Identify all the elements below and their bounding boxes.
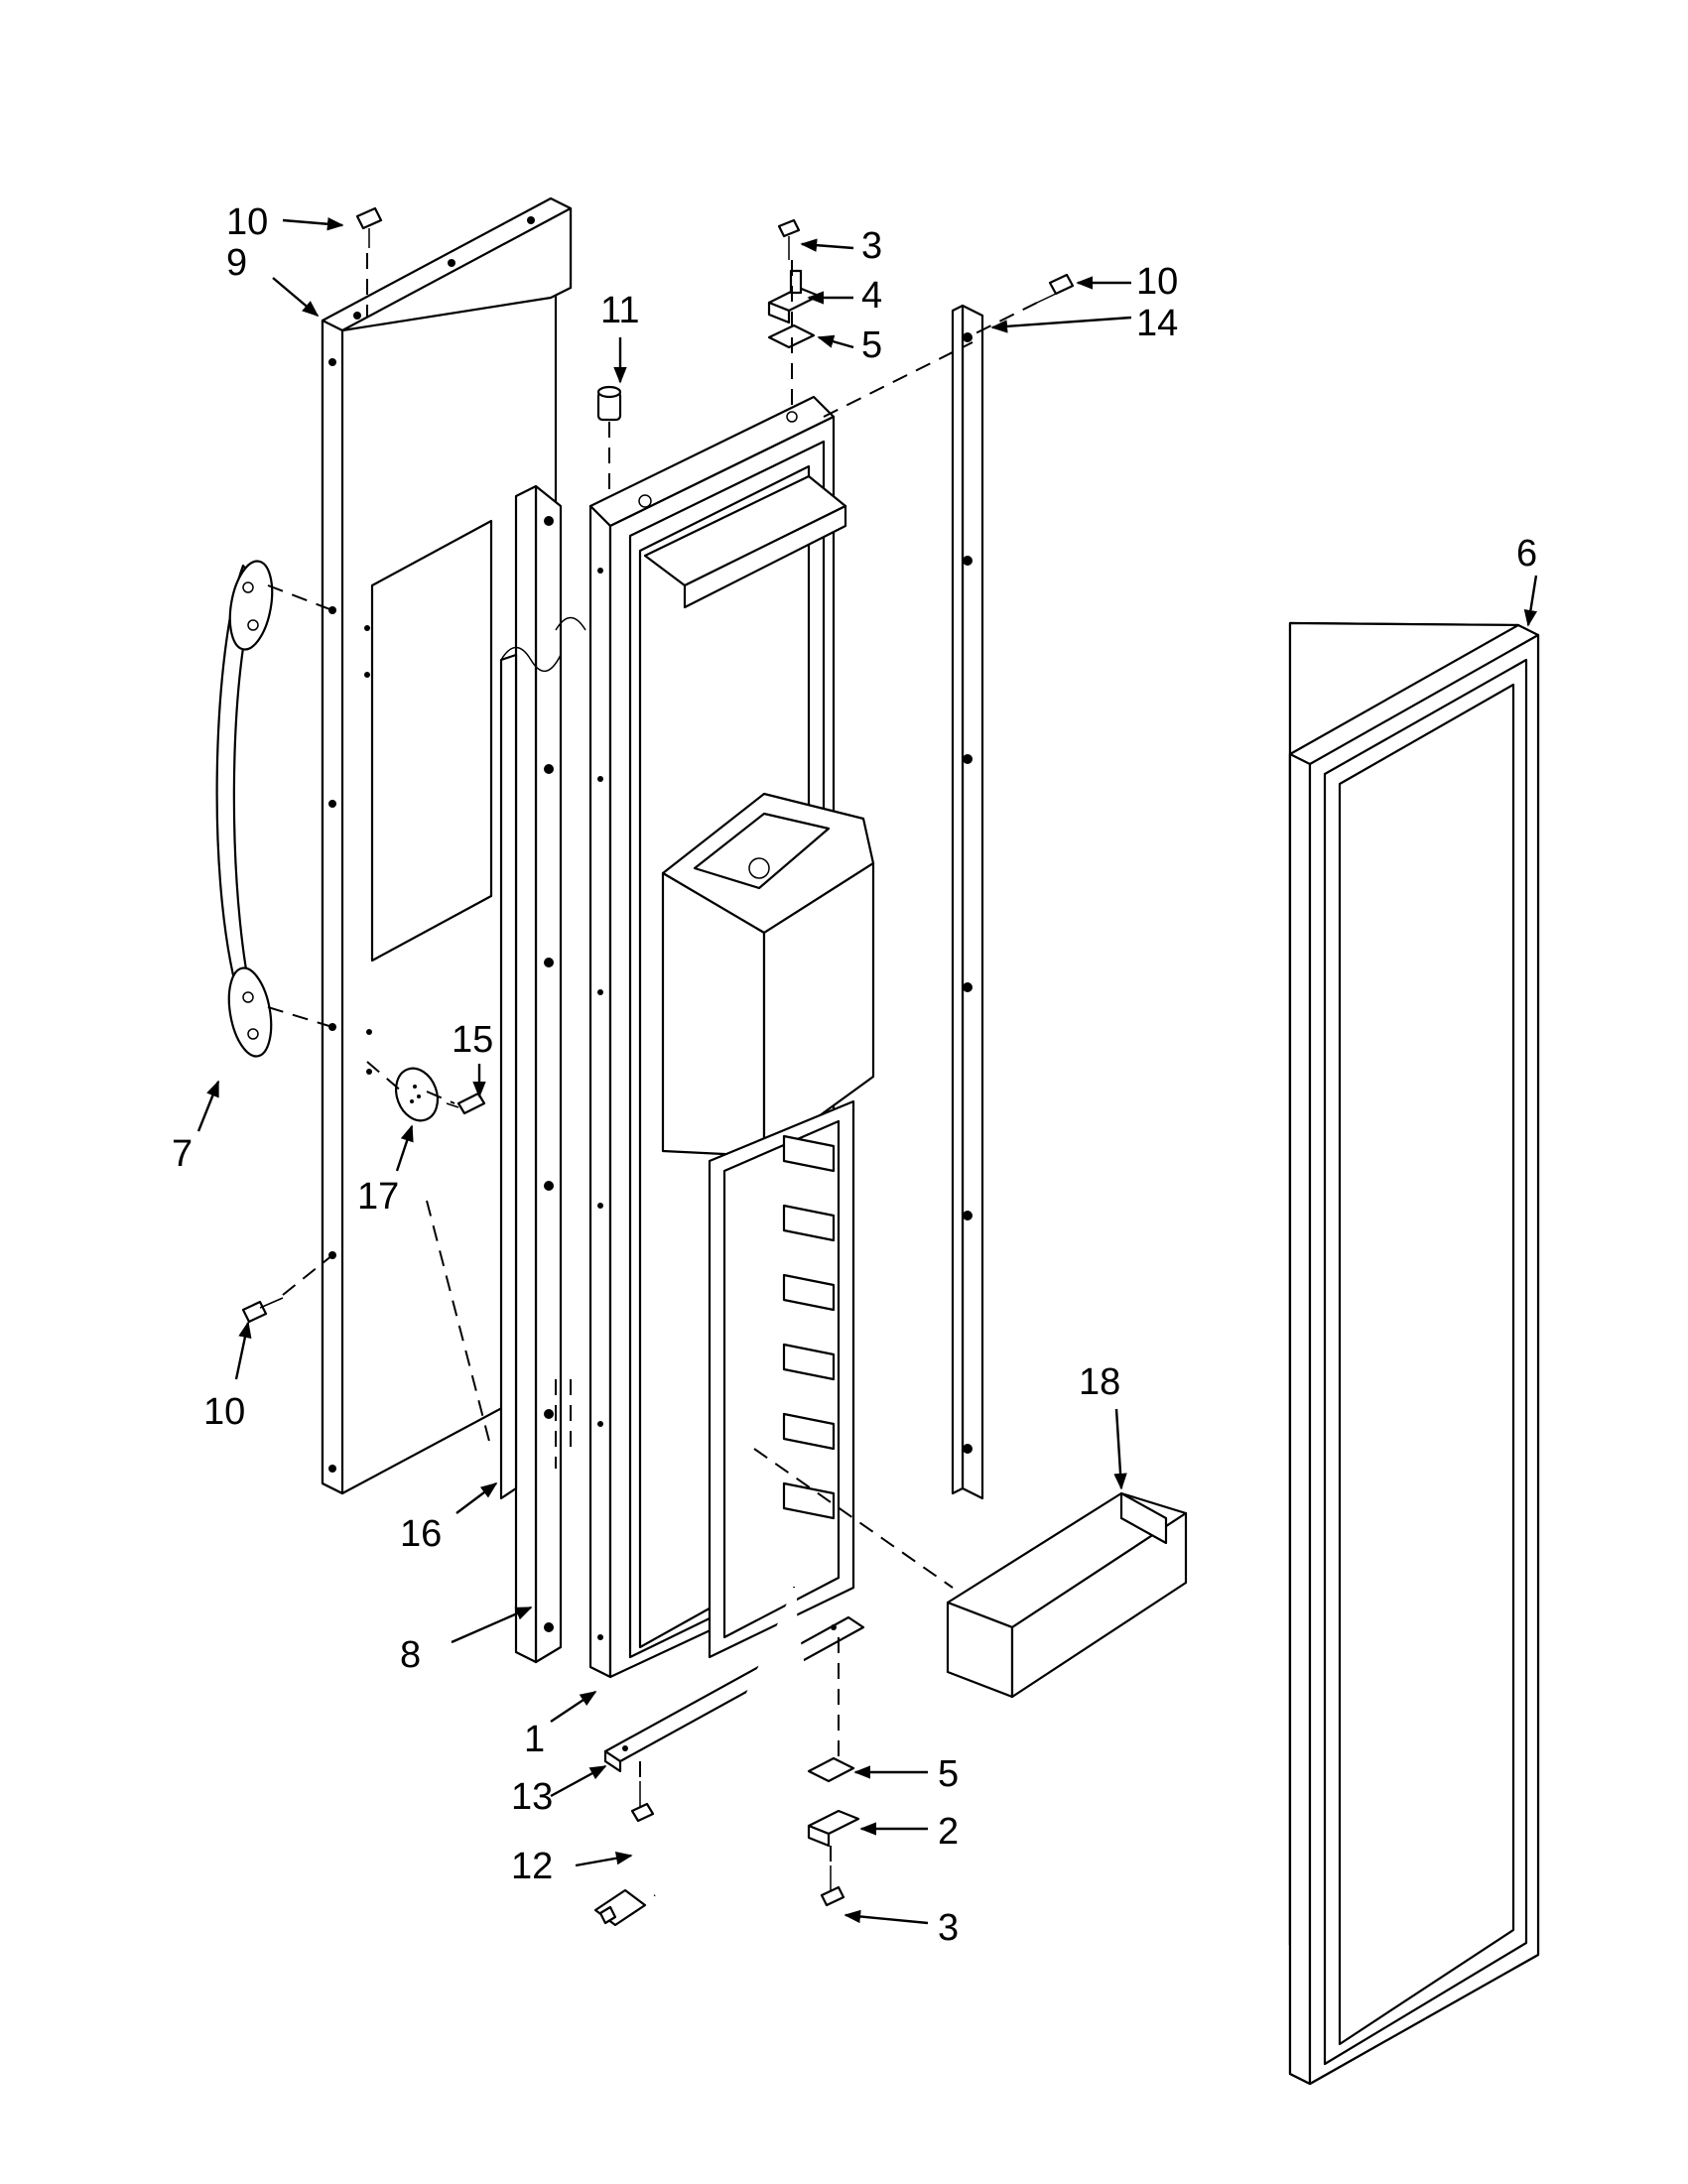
top-hinge-shim — [767, 323, 816, 349]
trim-screw — [1036, 273, 1075, 304]
freezer-door-assembly — [588, 395, 875, 1679]
callout-5-top: 5 — [861, 324, 882, 366]
door-plug — [596, 385, 622, 422]
callout-1: 1 — [524, 1719, 545, 1760]
callout-3-bottom: 3 — [938, 1907, 959, 1949]
callout-10-top-right: 10 — [1136, 261, 1178, 303]
door-handle — [215, 560, 274, 1058]
callout-17: 17 — [357, 1176, 399, 1218]
callout-7: 7 — [172, 1133, 193, 1175]
callout-10-top-left: 10 — [226, 201, 268, 243]
callout-9: 9 — [226, 242, 247, 284]
handle-plate — [394, 1067, 440, 1122]
callout-15: 15 — [452, 1019, 493, 1061]
callout-4: 4 — [861, 275, 882, 317]
alignment-lines — [267, 253, 1038, 1865]
panel-screw-top — [355, 206, 383, 248]
callout-14: 14 — [1136, 303, 1178, 344]
wire-harness — [593, 1586, 807, 1927]
door-shelf-ribs — [782, 1134, 836, 1520]
callout-5-bottom: 5 — [938, 1753, 959, 1795]
callout-2: 2 — [938, 1811, 959, 1853]
callout-12: 12 — [511, 1846, 553, 1887]
callout-18: 18 — [1079, 1361, 1120, 1403]
door-liner-strip — [500, 484, 586, 1664]
door-trim-strip — [951, 304, 984, 1500]
bottom-hinge-shim — [807, 1756, 855, 1783]
callout-3-top: 3 — [861, 225, 882, 267]
door-shelf-bin — [946, 1491, 1188, 1699]
door-gasket — [1288, 621, 1540, 2086]
bottom-hinge-bushing — [807, 1809, 860, 1848]
hinge-screw-top — [777, 218, 801, 260]
panel-screw-lower — [241, 1297, 284, 1324]
callout-8: 8 — [400, 1634, 421, 1676]
callout-10-lower-left: 10 — [203, 1391, 245, 1433]
top-hinge-bushing — [767, 269, 821, 324]
callout-6: 6 — [1516, 533, 1537, 575]
callout-11: 11 — [600, 290, 639, 331]
handle-screw — [446, 1092, 486, 1115]
hinge-screw-bottom — [820, 1865, 845, 1907]
leader-lines — [196, 217, 1538, 1925]
callout-13: 13 — [511, 1776, 553, 1818]
insulation-sheet — [499, 653, 518, 1500]
bracket-screw — [630, 1781, 655, 1823]
callout-16: 16 — [400, 1513, 442, 1555]
callout-labels: 10 9 11 3 4 5 10 14 6 7 15 17 10 16 8 1 … — [172, 201, 1537, 1949]
